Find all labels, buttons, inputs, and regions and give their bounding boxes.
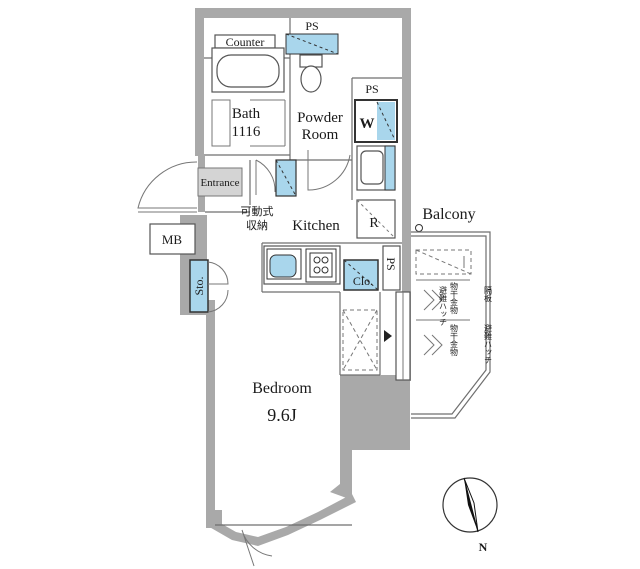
kitchen-label: Kitchen [292,218,340,234]
storage: Sto. [189,259,229,313]
balcony-note-1: 物干金物 [450,281,459,315]
closet-label: Clo. [353,274,373,288]
balcony-note-4: 物干金物 [450,323,459,357]
washer: W [354,99,398,143]
ps-right-label: PS [365,82,378,96]
balcony-notes: 物干金物 避難ハッチ 隔板 物干金物 避難ハッチ [439,281,493,364]
refrigerator-label: R [369,216,379,231]
balcony-note-3: 隔板 [484,286,493,303]
bath-size: 1116 [232,124,261,140]
bath-shelf [211,99,231,147]
balcony-note-2: 避難ハッチ [439,285,448,326]
washer-label: W [360,116,375,132]
balcony-label: Balcony [422,206,475,223]
powder-room-label-2: Room [302,127,339,143]
powder-room-label-1: Powder [297,110,343,126]
counter-label: Counter [226,35,265,49]
bathtub [211,47,285,93]
ps-kitchen-box [382,245,401,291]
bottom-door [241,529,273,567]
closet: Clo. [343,259,379,291]
powder-room-door [307,150,351,191]
ps-top-label: PS [305,19,318,33]
bedroom-size: 9.6J [267,405,297,425]
bedroom-label: Bedroom [252,380,312,397]
bedroom-closet [342,309,392,371]
balcony-area: Balcony [411,206,491,419]
ps-kitchen-label: PS [384,257,398,270]
compass: N [442,477,498,554]
movable-storage-label-1: 可動式 [241,204,274,218]
toilet [299,54,323,93]
entrance-label: Entrance [200,177,239,189]
mb-box [149,223,196,255]
kitchen-counter [263,245,341,285]
bath-label: Bath [232,106,261,122]
movable-storage-label-2: 収納 [246,219,268,232]
balcony-note-5: 避難ハッチ [484,323,493,364]
bath-door [255,159,276,195]
mb-label: MB [162,232,183,247]
washbasin [356,145,396,191]
balcony-window [395,291,411,381]
entrance-door [137,161,198,209]
compass-north-label: N [479,540,488,554]
storage-label: Sto. [192,276,206,295]
refrigerator: R [356,199,396,239]
entrance-floor [197,167,243,197]
